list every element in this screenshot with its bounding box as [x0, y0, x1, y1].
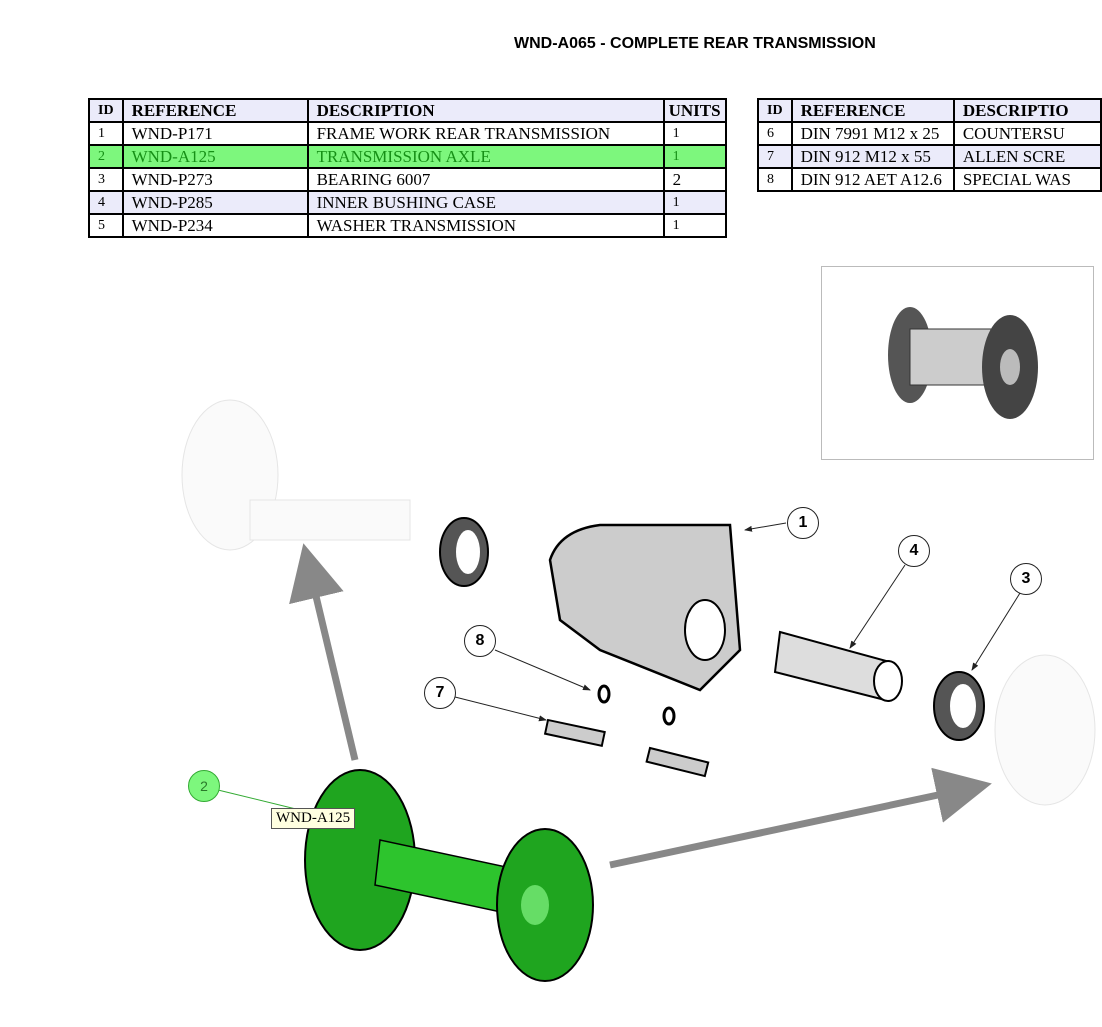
screw-left: [543, 718, 606, 747]
cell-id: 2: [88, 144, 124, 169]
cell-reference: WND-P273: [121, 167, 309, 192]
cell-description: ALLEN SCRE: [952, 144, 1102, 169]
col-reference: REFERENCE: [121, 98, 309, 123]
cell-id: 7: [757, 144, 793, 169]
cell-units: 1: [662, 213, 727, 238]
callout-4[interactable]: 4: [898, 535, 930, 567]
cell-units: 1: [662, 121, 727, 146]
col-reference: REFERENCE: [790, 98, 955, 123]
cell-description: BEARING 6007: [306, 167, 665, 192]
col-units: UNITS: [662, 98, 727, 123]
cell-id: 4: [88, 190, 124, 215]
cell-id: 1: [88, 121, 124, 146]
ghost-axle-left: [181, 399, 411, 551]
callout-8[interactable]: 8: [464, 625, 496, 657]
cell-units: 1: [662, 190, 727, 215]
cell-description: WASHER TRANSMISSION: [306, 213, 665, 238]
cell-reference: DIN 912 AET A12.6: [790, 167, 955, 192]
cell-id: 5: [88, 213, 124, 238]
frame-work-part: [548, 523, 742, 692]
cell-reference: WND-P285: [121, 190, 309, 215]
washer-2: [662, 706, 676, 726]
cell-id: 3: [88, 167, 124, 192]
cell-description: FRAME WORK REAR TRANSMISSION: [306, 121, 665, 146]
col-id: ID: [757, 98, 793, 123]
bearing-right: [933, 671, 985, 741]
callout-3[interactable]: 3: [1010, 563, 1042, 595]
callout-7[interactable]: 7: [424, 677, 456, 709]
cell-reference: DIN 912 M12 x 55: [790, 144, 955, 169]
inner-bushing-part: [773, 630, 903, 702]
callout-2-selected[interactable]: 2: [188, 770, 220, 802]
cell-id: 8: [757, 167, 793, 192]
ghost-flange-right: [994, 654, 1096, 806]
washer-1: [597, 684, 611, 704]
cell-id: 6: [757, 121, 793, 146]
callout-1[interactable]: 1: [787, 507, 819, 539]
cell-description: COUNTERSU: [952, 121, 1102, 146]
col-id: ID: [88, 98, 124, 123]
assembly-preview: [821, 266, 1094, 460]
cell-units: 1: [662, 144, 727, 169]
cell-description: INNER BUSHING CASE: [306, 190, 665, 215]
col-description: DESCRIPTIO: [952, 98, 1102, 123]
bearing-left: [439, 517, 489, 587]
explode-arrow-right: [609, 767, 992, 869]
transmission-axle-part: [304, 769, 594, 982]
cell-reference: WND-A125: [121, 144, 309, 169]
explode-arrow-up: [289, 543, 359, 761]
cell-reference: WND-P171: [121, 121, 309, 146]
cell-reference: DIN 7991 M12 x 25: [790, 121, 955, 146]
cell-units: 2: [662, 167, 727, 192]
page-title: WND-A065 - COMPLETE REAR TRANSMISSION: [514, 35, 876, 52]
cell-reference: WND-P234: [121, 213, 309, 238]
cell-description: SPECIAL WAS: [952, 167, 1102, 192]
screw-right: [645, 746, 710, 778]
cell-description: TRANSMISSION AXLE: [306, 144, 665, 169]
col-description: DESCRIPTION: [306, 98, 665, 123]
part-tooltip: WND-A125: [271, 808, 356, 829]
assembled-transmission-image: [888, 307, 1038, 419]
